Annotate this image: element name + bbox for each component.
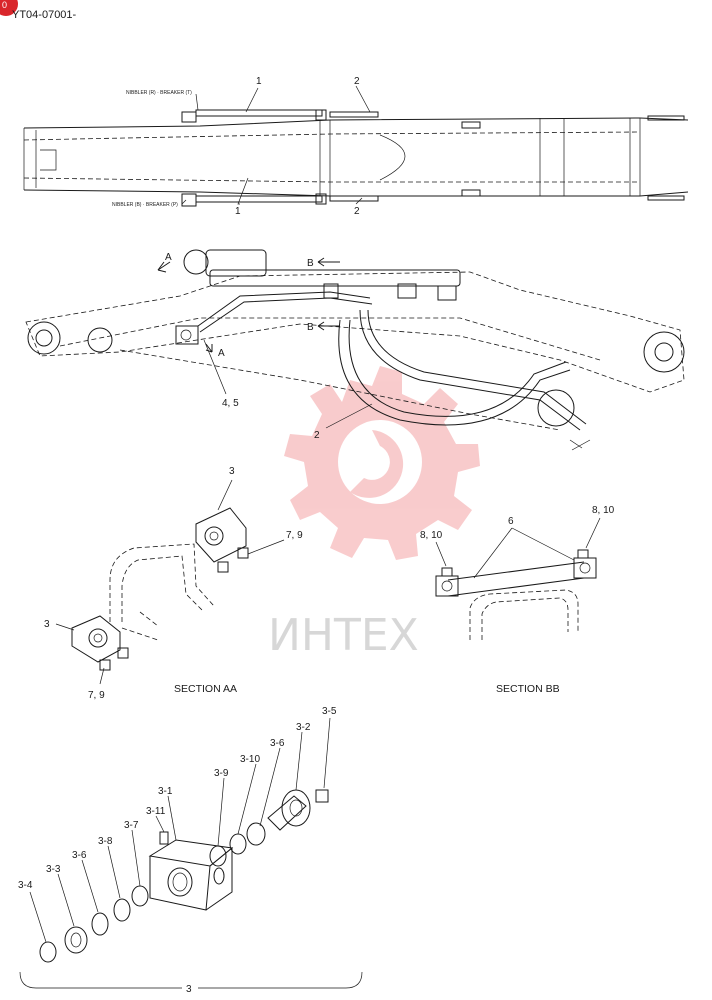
section-aa-title: SECTION AA bbox=[174, 683, 237, 695]
side-label-2: 2 bbox=[314, 430, 320, 441]
part-3-5: 3-5 bbox=[322, 706, 337, 717]
top-label-2b: 2 bbox=[354, 206, 360, 217]
header: 0 YT04-07001- bbox=[0, 0, 77, 21]
side-label-4-5: 4, 5 bbox=[222, 398, 239, 409]
section-bb-title: SECTION BB bbox=[496, 683, 560, 695]
watermark-text: ИНТЕХ bbox=[268, 610, 419, 661]
section-arrow-a-bottom: A bbox=[218, 348, 225, 359]
page-badge-text: 0 bbox=[2, 0, 7, 10]
side-view: A A B B 4, 5 2 bbox=[25, 249, 685, 451]
aa-label-3a: 3 bbox=[229, 466, 235, 477]
part-3-7: 3-7 bbox=[124, 820, 139, 831]
part-3-10: 3-10 bbox=[240, 754, 260, 765]
gear-logo-icon bbox=[284, 366, 480, 560]
drawing-code: YT04-07001- bbox=[12, 9, 77, 21]
part-3-9: 3-9 bbox=[214, 768, 229, 779]
part-3-1: 3-1 bbox=[158, 786, 173, 797]
part-3-4: 3-4 bbox=[18, 880, 33, 891]
bb-label-8-10a: 8, 10 bbox=[420, 530, 443, 541]
bb-label-8-10b: 8, 10 bbox=[592, 505, 615, 516]
aa-label-3b: 3 bbox=[44, 619, 50, 630]
watermark bbox=[284, 366, 480, 560]
group-label-3: 3 bbox=[186, 984, 192, 995]
exploded-view: 3-5 3-2 3-6 3-10 3-9 3-1 3-11 3-7 3-8 3-… bbox=[18, 706, 363, 995]
top-label-1b: 1 bbox=[235, 206, 241, 217]
part-3-8: 3-8 bbox=[98, 836, 113, 847]
section-arrow-a-top: A bbox=[165, 252, 172, 263]
page-badge bbox=[0, 0, 18, 16]
aa-label-7-9b: 7, 9 bbox=[88, 690, 105, 701]
part-3-6a: 3-6 bbox=[270, 738, 285, 749]
section-aa: 3 7, 9 3 7, 9 SECTION AA bbox=[44, 466, 303, 701]
note-nibbler-bottom: NIBBLER (B) · BREAKER (P) bbox=[112, 202, 178, 208]
top-view: NIBBLER (R) · BREAKER (T) NIBBLER (B) · … bbox=[23, 76, 689, 217]
section-arrow-b-top: B bbox=[307, 258, 314, 269]
aa-label-7-9a: 7, 9 bbox=[286, 530, 303, 541]
part-3-11: 3-11 bbox=[146, 806, 166, 817]
section-arrow-b-bottom: B bbox=[307, 322, 314, 333]
note-nibbler-top: NIBBLER (R) · BREAKER (T) bbox=[126, 90, 192, 96]
bb-label-6: 6 bbox=[508, 516, 514, 527]
top-label-1a: 1 bbox=[256, 76, 262, 87]
part-3-2: 3-2 bbox=[296, 722, 311, 733]
part-3-6b: 3-6 bbox=[72, 850, 87, 861]
part-3-3: 3-3 bbox=[46, 864, 61, 875]
section-bb: 6 8, 10 8, 10 SECTION BB bbox=[420, 505, 615, 695]
top-label-2a: 2 bbox=[354, 76, 360, 87]
